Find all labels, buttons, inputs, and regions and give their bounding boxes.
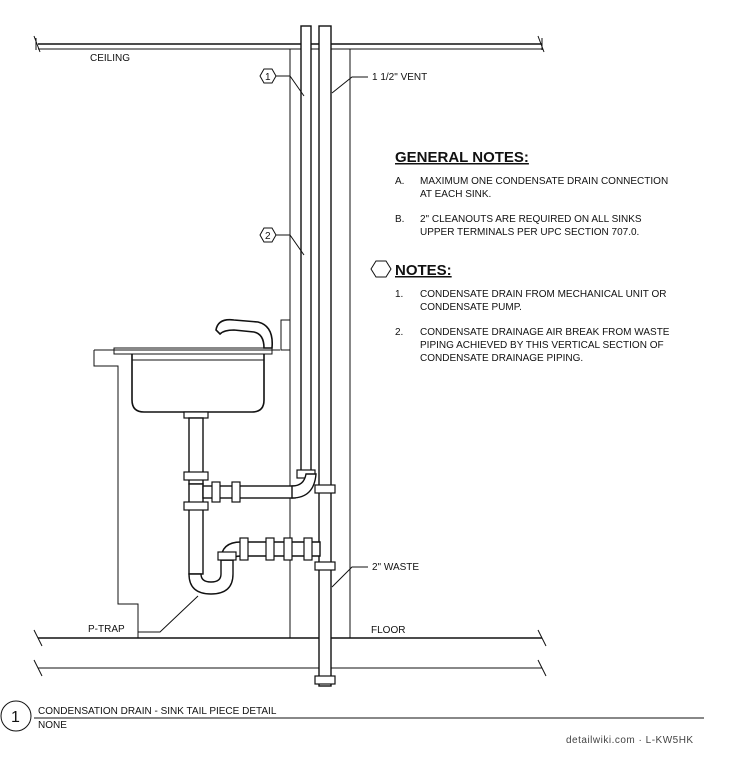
vent-label: 1 1/2" VENT — [372, 72, 427, 83]
ceiling-label: CEILING — [90, 53, 130, 64]
note-1-key: 1. — [395, 289, 403, 300]
note-1-line-2: CONDENSATE PUMP. — [420, 302, 522, 313]
detail-number: 1 — [11, 709, 20, 726]
note-2-key: 2. — [395, 327, 403, 338]
waste-label: 2" WASTE — [372, 562, 419, 573]
general-notes-heading: GENERAL NOTES: — [395, 149, 529, 166]
note-2-line-2: PIPING ACHIEVED BY THIS VERTICAL SECTION… — [420, 340, 664, 351]
sink — [113, 347, 273, 419]
keynote-tag-1: 1 — [259, 68, 305, 97]
watermark: detailwiki.com · L-KW5HK — [566, 735, 694, 746]
condensate-drain-pipe — [296, 25, 316, 479]
ceiling-line — [33, 35, 545, 53]
note-2-line-1: CONDENSATE DRAINAGE AIR BREAK FROM WASTE — [420, 327, 670, 338]
title-block — [0, 700, 704, 732]
notes-heading: NOTES: — [395, 262, 452, 279]
svg-text:1: 1 — [265, 72, 271, 83]
note-2-line-3: CONDENSATE DRAINAGE PIPING. — [420, 353, 583, 364]
general-note-a-line-2: AT EACH SINK. — [420, 189, 491, 200]
general-note-b-line-2: UPPER TERMINALS PER UPC SECTION 707.0. — [420, 227, 639, 238]
general-note-b-line-1: 2" CLEANOUTS ARE REQUIRED ON ALL SINKS — [420, 214, 642, 225]
note-1-line-1: CONDENSATE DRAIN FROM MECHANICAL UNIT OR — [420, 289, 667, 300]
counter-cabinet — [93, 319, 291, 638]
detail-scale: NONE — [38, 720, 67, 731]
general-note-b-key: B. — [395, 214, 404, 225]
p-trap — [188, 537, 321, 595]
vent-leader — [331, 76, 368, 94]
general-note-a-key: A. — [395, 176, 404, 187]
general-note-a-line-1: MAXIMUM ONE CONDENSATE DRAIN CONNECTION — [420, 176, 668, 187]
svg-text:2: 2 — [265, 231, 271, 242]
p-trap-leader — [138, 595, 199, 633]
waste-leader — [331, 566, 368, 588]
notes-hexagon-icon — [370, 260, 392, 278]
faucet — [215, 318, 274, 349]
p-trap-label: P-TRAP — [88, 624, 125, 635]
detail-title: CONDENSATION DRAIN - SINK TAIL PIECE DET… — [38, 706, 277, 717]
tailpiece — [183, 417, 209, 485]
keynote-tag-2: 2 — [259, 227, 305, 256]
vent-waste-stack — [314, 25, 336, 687]
floor-label: FLOOR — [371, 625, 405, 636]
tee-fitting — [183, 473, 317, 575]
